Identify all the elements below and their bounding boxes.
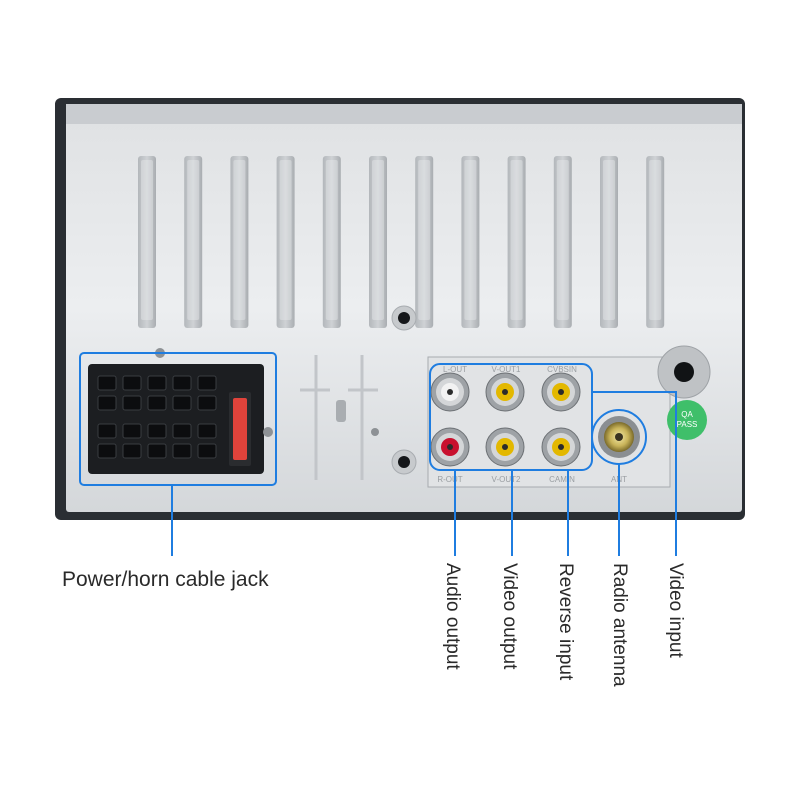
connector-pin bbox=[97, 395, 117, 411]
small-screw bbox=[371, 428, 379, 436]
heatsink-fin bbox=[322, 156, 341, 328]
qa-badge-line2: PASS bbox=[677, 420, 698, 429]
port-label-cam-in: CAMIN bbox=[549, 475, 575, 484]
label-radio-antenna-wrap: Radio antenna bbox=[608, 563, 630, 713]
connector-pin bbox=[147, 395, 167, 411]
chassis-top-lip bbox=[66, 104, 742, 124]
mount-slot bbox=[336, 400, 346, 422]
heatsink-fin-highlight bbox=[233, 160, 246, 320]
callouts bbox=[79, 352, 677, 556]
fuse-icon bbox=[233, 398, 247, 460]
label-video-input: Video input bbox=[665, 563, 686, 658]
connector-pin bbox=[197, 395, 217, 411]
label-audio-output-wrap: Audio output bbox=[441, 563, 463, 713]
callout-line-video-in bbox=[592, 391, 677, 556]
connector-pin bbox=[197, 375, 217, 391]
label-radio-antenna: Radio antenna bbox=[609, 563, 630, 687]
connector-pin bbox=[97, 443, 117, 459]
label-reverse-input-wrap: Reverse input bbox=[554, 563, 576, 713]
antenna-socket-pin bbox=[615, 433, 623, 441]
rca-jacks bbox=[430, 372, 581, 467]
rca-jack-l-out-pin bbox=[447, 389, 453, 395]
port-label-r-out: R-OUT bbox=[437, 475, 462, 484]
connector-pin bbox=[172, 395, 192, 411]
heatsink-fin bbox=[184, 156, 203, 328]
heatsink-fin bbox=[138, 156, 156, 328]
port-label-l-out: L-OUT bbox=[443, 365, 467, 374]
heatsink-fin bbox=[461, 156, 480, 328]
heatsink-fins bbox=[138, 156, 665, 328]
vent-slots bbox=[300, 355, 378, 480]
heatsink-fin-highlight bbox=[603, 160, 615, 320]
callout-box-power bbox=[79, 352, 277, 486]
rca-jack-cvbs-in-pin bbox=[558, 389, 564, 395]
connector-pin bbox=[97, 423, 117, 439]
port-label-v-out2: V-OUT2 bbox=[492, 475, 521, 484]
rca-jack-r-out-pin bbox=[447, 444, 453, 450]
heatsink-fin-highlight bbox=[510, 160, 523, 320]
connector-pin bbox=[172, 443, 192, 459]
heatsink-fin-highlight bbox=[418, 160, 431, 320]
heatsink-fin bbox=[230, 156, 249, 328]
connector-pin bbox=[122, 443, 142, 459]
screw-hole-bottom-center bbox=[398, 456, 410, 468]
connector-screw-side bbox=[263, 427, 273, 437]
rca-jack-cam-in-pin bbox=[558, 444, 564, 450]
connector-pin bbox=[197, 443, 217, 459]
connector-pin bbox=[172, 375, 192, 391]
label-audio-output: Audio output bbox=[442, 563, 463, 670]
connector-pin bbox=[197, 423, 217, 439]
heatsink-fin bbox=[276, 156, 295, 328]
heatsink-fin-highlight bbox=[187, 160, 200, 320]
heatsink-fin bbox=[600, 156, 618, 328]
heatsink-fin bbox=[646, 156, 665, 328]
heatsink-fin-highlight bbox=[649, 160, 662, 320]
heatsink-fin bbox=[553, 156, 572, 328]
connector-pin bbox=[97, 375, 117, 391]
heatsink-fin-highlight bbox=[325, 160, 338, 320]
rca-jack-v-out1-pin bbox=[502, 389, 508, 395]
av-plate bbox=[427, 356, 671, 488]
heatsink-fin-highlight bbox=[141, 160, 153, 320]
heatsink-fin-highlight bbox=[279, 160, 292, 320]
label-video-input-wrap: Video input bbox=[664, 563, 686, 713]
heatsink-fin-highlight bbox=[556, 160, 569, 320]
label-power-horn-cable-jack: Power/horn cable jack bbox=[62, 568, 269, 591]
qa-badge-line1: QA bbox=[681, 410, 693, 419]
heatsink-fin-highlight bbox=[372, 160, 384, 320]
port-label-v-out1: V-OUT1 bbox=[492, 365, 521, 374]
connector-pin bbox=[122, 375, 142, 391]
connector-pin bbox=[147, 443, 167, 459]
video-input-hole bbox=[674, 362, 694, 382]
connector-pin bbox=[172, 423, 192, 439]
connector-pin bbox=[122, 395, 142, 411]
connector-pin bbox=[147, 423, 167, 439]
power-horn-connector bbox=[88, 348, 273, 474]
label-video-output-wrap: Video output bbox=[498, 563, 520, 713]
connector-pin bbox=[147, 375, 167, 391]
screw-hole-top-center bbox=[398, 312, 410, 324]
port-label-cvbs-in: CVBSIN bbox=[547, 365, 577, 374]
heatsink-fin bbox=[507, 156, 526, 328]
heatsink-fin bbox=[369, 156, 387, 328]
label-video-output: Video output bbox=[499, 563, 520, 670]
heatsink-fin-highlight bbox=[464, 160, 477, 320]
heatsink-fin bbox=[415, 156, 434, 328]
connector-pin bbox=[122, 423, 142, 439]
label-reverse-input: Reverse input bbox=[555, 563, 576, 681]
rca-jack-v-out2-pin bbox=[502, 444, 508, 450]
